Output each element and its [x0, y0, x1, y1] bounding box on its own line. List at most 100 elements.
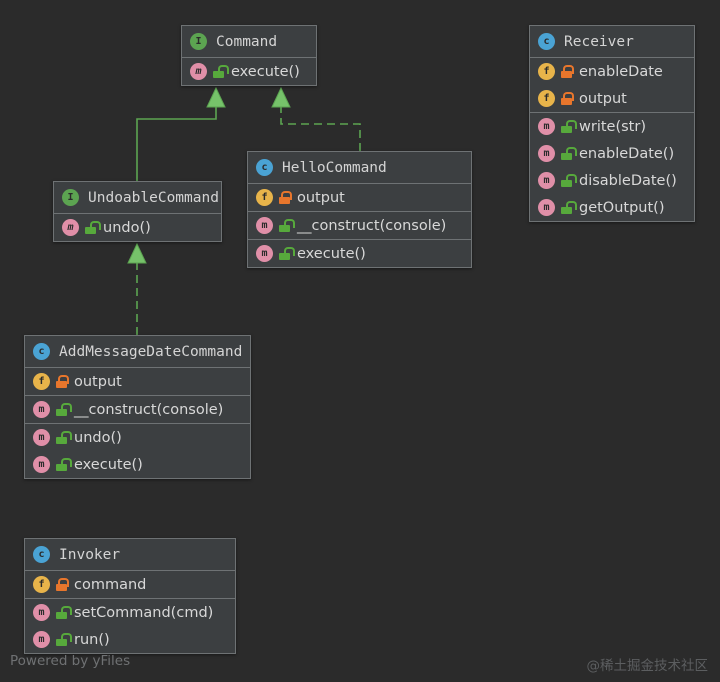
method-icon: m: [538, 199, 555, 216]
lock-open-icon: [561, 146, 577, 160]
class-icon: c: [256, 159, 273, 176]
class-title-command[interactable]: I Command: [182, 26, 316, 57]
interface-icon: I: [62, 189, 79, 206]
method-icon: m: [538, 118, 555, 135]
lock-closed-icon: [561, 64, 574, 78]
lock-open-icon: [561, 200, 577, 214]
method-row[interactable]: m getOutput(): [530, 194, 694, 221]
lock-open-icon: [85, 220, 101, 234]
community-watermark: @稀土掘金技术社区: [586, 658, 709, 674]
method-label: write(str): [579, 118, 646, 135]
method-label: execute(): [231, 63, 300, 80]
method-row[interactable]: m write(str): [530, 113, 694, 140]
field-icon: f: [538, 90, 555, 107]
class-title-invoker[interactable]: c Invoker: [25, 539, 235, 570]
method-label: run(): [74, 631, 110, 648]
method-label: setCommand(cmd): [74, 604, 214, 621]
class-title-addmessagedatecommand[interactable]: c AddMessageDateCommand: [25, 336, 250, 367]
method-row[interactable]: m undo(): [25, 424, 250, 451]
edge-hellocommand-implements-command: [271, 86, 361, 151]
method-icon: m: [256, 245, 273, 262]
class-title-undoablecommand[interactable]: I UndoableCommand: [54, 182, 221, 213]
method-row[interactable]: m __construct(console): [25, 396, 250, 423]
class-icon: c: [33, 546, 50, 563]
class-section-invoker-1: m setCommand(cmd) m run(): [25, 598, 235, 653]
lock-open-icon: [213, 64, 229, 78]
method-icon: m: [33, 456, 50, 473]
interface-icon: I: [190, 33, 207, 50]
class-name-text: AddMessageDateCommand: [59, 343, 243, 360]
method-icon: m: [33, 604, 50, 621]
class-section-hellocommand-1: m__construct(console): [248, 211, 471, 239]
lock-closed-icon: [279, 190, 292, 204]
method-icon: m: [33, 631, 50, 648]
class-section-undoablecommand-0: m undo(): [54, 213, 221, 241]
field-label: output: [74, 373, 122, 390]
field-icon: f: [33, 373, 50, 390]
class-section-command-0: m execute(): [182, 57, 316, 85]
class-section-addmessagedatecommand-0: f output: [25, 367, 250, 395]
lock-closed-icon: [561, 91, 574, 105]
field-icon: f: [33, 576, 50, 593]
edge-addmessagedatecommand-implements-undoablecommand: [127, 242, 147, 335]
class-name-text: Command: [216, 33, 278, 50]
field-icon: f: [256, 189, 273, 206]
method-row[interactable]: m undo(): [54, 214, 221, 241]
class-icon: c: [538, 33, 555, 50]
class-name-text: HelloCommand: [282, 159, 387, 176]
method-icon: m: [190, 63, 207, 80]
class-name-text: Invoker: [59, 546, 121, 563]
method-row[interactable]: m run(): [25, 626, 235, 653]
lock-open-icon: [279, 246, 295, 260]
lock-open-icon: [561, 173, 577, 187]
lock-open-icon: [56, 605, 72, 619]
class-section-addmessagedatecommand-2: m undo() m execute(): [25, 423, 250, 478]
field-label: enableDate: [579, 63, 663, 80]
lock-closed-icon: [56, 374, 69, 388]
method-label: __construct(console): [74, 401, 224, 418]
method-row[interactable]: m__construct(console): [248, 212, 471, 239]
class-box-command[interactable]: I Command m execute(): [181, 25, 317, 86]
class-title-hellocommand[interactable]: c HelloCommand: [248, 152, 471, 183]
field-row[interactable]: f output: [25, 368, 250, 395]
class-box-undoablecommand[interactable]: I UndoableCommand m undo(): [53, 181, 222, 242]
class-box-addmessagedatecommand[interactable]: c AddMessageDateCommand f output m __construc…: [24, 335, 251, 479]
method-icon: m: [33, 429, 50, 446]
method-icon: m: [538, 172, 555, 189]
lock-open-icon: [56, 430, 72, 444]
method-icon: m: [62, 219, 79, 236]
lock-open-icon: [56, 632, 72, 646]
method-icon: m: [33, 401, 50, 418]
lock-open-icon: [279, 218, 295, 232]
method-label: execute(): [74, 456, 143, 473]
method-icon: m: [256, 217, 273, 234]
method-row[interactable]: m execute(): [25, 451, 250, 478]
lock-open-icon: [56, 402, 72, 416]
method-row[interactable]: m execute(): [182, 58, 316, 85]
method-label: enableDate(): [579, 145, 675, 162]
method-label: undo(): [74, 429, 122, 446]
yfiles-watermark: Powered by yFiles: [10, 653, 131, 669]
method-label: getOutput(): [579, 199, 665, 216]
class-icon: c: [33, 343, 50, 360]
method-label: undo(): [103, 219, 151, 236]
method-row[interactable]: m setCommand(cmd): [25, 599, 235, 626]
class-name-text: UndoableCommand: [88, 189, 219, 206]
edge-undoablecommand-extends-command: [136, 86, 226, 181]
lock-open-icon: [561, 119, 577, 133]
